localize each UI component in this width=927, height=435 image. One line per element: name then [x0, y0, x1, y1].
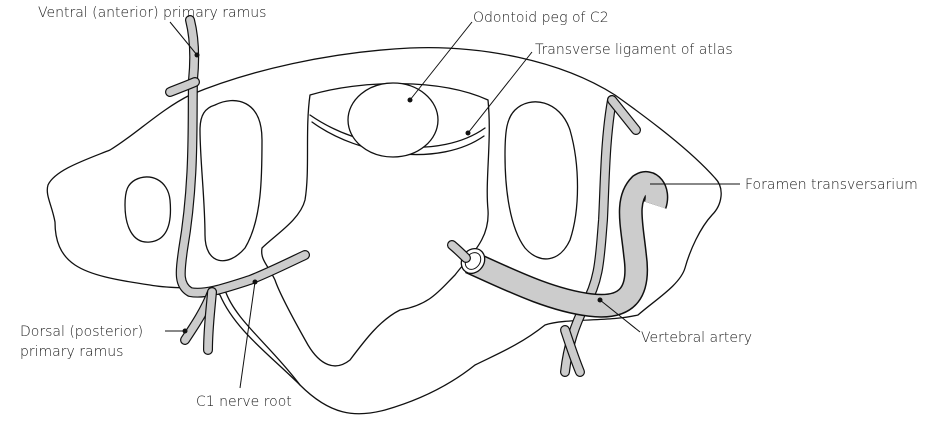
label-transverse-ligament: Transverse ligament of atlas [535, 42, 733, 58]
label-dorsal-ramus-line2: primary ramus [20, 344, 123, 360]
leader-dot-ventral [195, 53, 200, 58]
odontoid-peg [348, 83, 438, 157]
label-c1-nerve-root: C1 nerve root [196, 394, 292, 410]
label-ventral-ramus: Ventral (anterior) primary ramus [38, 5, 266, 21]
label-dorsal-ramus-line1: Dorsal (posterior) [20, 324, 143, 340]
label-foramen-transversarium: Foramen transversarium [745, 177, 918, 193]
leader-dot-artery [598, 298, 603, 303]
leader-dot-c1 [253, 280, 258, 285]
leader-dot-dorsal [183, 329, 188, 334]
label-odontoid-peg: Odontoid peg of C2 [473, 10, 609, 26]
leader-dot-ligament [466, 131, 471, 136]
label-vertebral-artery: Vertebral artery [641, 330, 752, 346]
leader-dot-odontoid [408, 98, 413, 103]
